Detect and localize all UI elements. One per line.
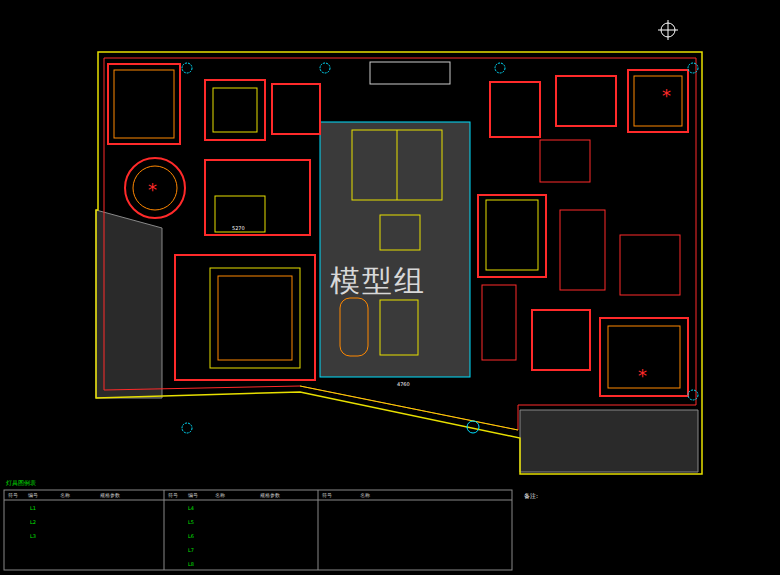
lamp-code: L1 bbox=[30, 506, 36, 511]
table-header: 符号 bbox=[322, 493, 332, 498]
table-header: 名称 bbox=[360, 493, 370, 498]
table-header: 编号 bbox=[28, 493, 38, 498]
notes-title: 备注: bbox=[524, 493, 538, 499]
table-header: 编号 bbox=[188, 493, 198, 498]
table-header: 符号 bbox=[8, 493, 18, 498]
lamp-code: L4 bbox=[188, 506, 194, 511]
lamp-code: L6 bbox=[188, 534, 194, 539]
svg-text:*: * bbox=[148, 179, 157, 200]
lamp-code: L7 bbox=[188, 548, 194, 553]
lamp-code: L3 bbox=[30, 534, 36, 539]
table-header: 规格参数 bbox=[260, 493, 280, 498]
table-header: 名称 bbox=[60, 493, 70, 498]
dimension: 4760 bbox=[397, 382, 410, 387]
table-header: 符号 bbox=[168, 493, 178, 498]
watermark: 模型组 bbox=[330, 266, 426, 296]
lamp-code: L5 bbox=[188, 520, 194, 525]
legend-title: 灯具图例表 bbox=[6, 480, 36, 486]
lamp-code: L2 bbox=[30, 520, 36, 525]
svg-text:*: * bbox=[638, 365, 647, 386]
svg-text:*: * bbox=[662, 85, 671, 106]
table-header: 名称 bbox=[215, 493, 225, 498]
lamp-code: L8 bbox=[188, 562, 194, 567]
table-header: 规格参数 bbox=[100, 493, 120, 498]
dimension: 5270 bbox=[232, 226, 245, 231]
